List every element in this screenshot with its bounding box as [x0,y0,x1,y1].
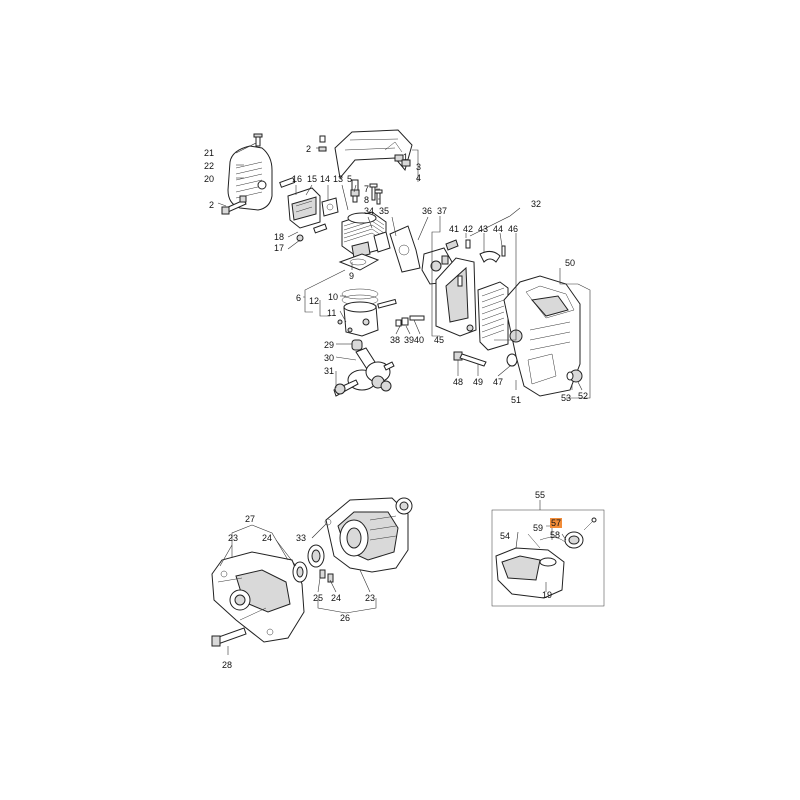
label-48: 48 [453,377,464,387]
label-27: 27 [245,514,256,524]
label-32: 32 [531,199,542,209]
label-41: 41 [449,224,460,234]
label-15: 15 [307,174,318,184]
bolts-7-8 [369,183,383,205]
label-16: 16 [292,174,303,184]
cylinder-cover [334,129,413,180]
bolts-38-40 [395,315,425,327]
label-47: 47 [493,377,504,387]
crankshaft [333,339,395,397]
bearing-24-right [307,544,325,568]
label-35: 35 [379,206,390,216]
label-45: 45 [434,335,445,345]
label-11: 11 [327,308,337,318]
label-49: 49 [473,377,484,387]
crankcase-left-half [211,551,305,643]
screw-2-left [221,195,247,215]
label-4: 4 [416,173,422,183]
label-46: 46 [508,224,519,234]
muffler-cover [227,133,273,211]
nut-3-4 [394,154,411,167]
screw-2-top [316,135,327,152]
label-7: 7 [364,184,370,194]
label-1: 1 [403,152,409,162]
crankcase-right-half [324,497,413,573]
label-42: 42 [463,224,474,234]
label-36: 36 [422,206,433,216]
label-50: 50 [565,258,576,268]
label-12: 12 [309,296,320,306]
insulator-34 [373,231,391,253]
fuel-tank-box [491,509,605,607]
label-38: 38 [390,335,401,345]
label-57-highlighted[interactable]: 57 [550,518,563,528]
label-54: 54 [500,531,511,541]
label-26: 26 [340,613,351,623]
bolt-48-49 [453,351,518,367]
pins-25 [319,569,334,583]
label-30: 30 [324,353,335,363]
spark-plug [350,179,360,203]
filter-element [477,281,509,351]
label-19: 19 [542,590,553,600]
label-24-left: 24 [262,533,273,543]
air-filter-base [435,257,477,337]
fuel-cap [564,517,597,549]
label-40: 40 [414,335,425,345]
label-21: 21 [204,148,215,158]
fuel-tank [495,533,571,599]
label-13: 13 [333,174,344,184]
label-18: 18 [274,232,285,242]
label-55: 55 [535,490,546,500]
label-8: 8 [364,195,370,205]
piston [337,298,397,337]
label-10: 10 [328,292,339,302]
label-29: 29 [324,340,335,350]
label-52: 52 [578,391,589,401]
label-59: 59 [533,523,544,533]
label-5: 5 [347,174,353,184]
label-58: 58 [550,530,561,540]
label-14: 14 [320,174,331,184]
carburetor-spacer-35 [389,225,421,273]
label-2-top: 2 [306,144,312,154]
gasket-16 [321,197,339,217]
label-3: 3 [416,162,422,172]
label-23-left: 23 [228,533,239,543]
label-44: 44 [493,224,504,234]
label-23-right: 23 [365,593,376,603]
label-17: 17 [274,243,285,253]
label-31: 31 [324,366,335,376]
label-53: 53 [561,393,572,403]
label-51: 51 [511,395,522,405]
label-43: 43 [478,224,489,234]
label-34: 34 [364,206,375,216]
label-33: 33 [296,533,307,543]
air-filter-cover [503,275,583,397]
label-28: 28 [222,660,233,670]
label-37: 37 [437,206,448,216]
label-24-right: 24 [331,593,342,603]
label-25: 25 [313,593,324,603]
label-2-left: 2 [209,200,215,210]
label-22: 22 [204,161,215,171]
label-9: 9 [349,271,355,281]
cylinder-gasket [338,253,380,271]
leader-lines [217,142,591,655]
label-20: 20 [204,174,215,184]
muffler [279,177,328,242]
crankcase-bolt [211,627,247,647]
filter-small-parts [445,239,506,263]
bearing-24-left [292,561,308,583]
label-39: 39 [404,335,415,345]
label-6: 6 [296,293,302,303]
